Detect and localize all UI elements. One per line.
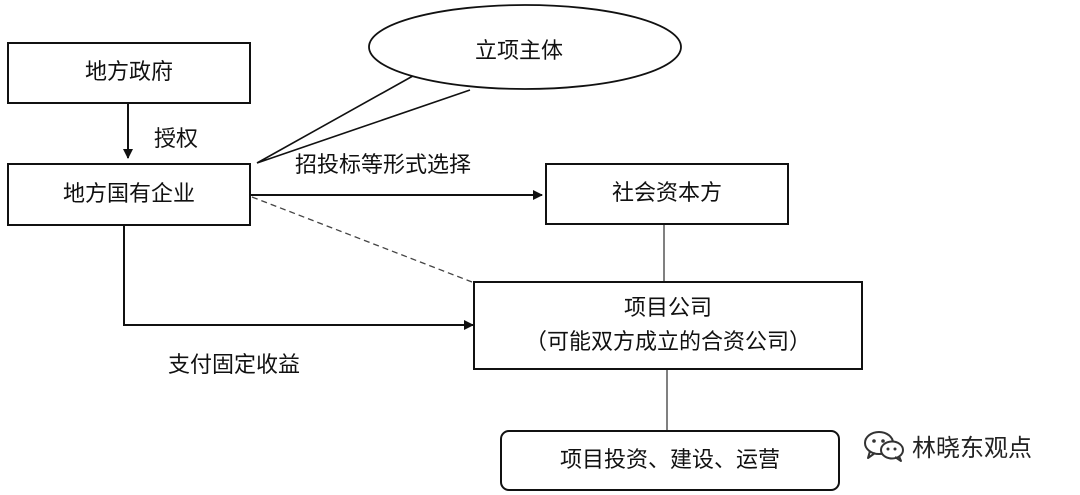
edge-label-authorize: 授权 xyxy=(154,127,199,152)
callout-text: 立项主体 xyxy=(475,39,564,64)
node-project-operations: 项目投资、建设、运营 xyxy=(500,430,840,491)
callout-bubble xyxy=(368,4,682,90)
node-local-government-label: 地方政府 xyxy=(84,60,173,85)
arrow-fixed-return xyxy=(123,226,474,330)
node-project-company: 项目公司 （可能双方成立的合资公司） xyxy=(473,281,863,370)
dashed-link-soe-project xyxy=(251,196,473,283)
watermark: 林晓东观点 xyxy=(862,428,1032,463)
node-project-company-line1: 项目公司 xyxy=(623,295,712,321)
wechat-icon xyxy=(864,430,904,462)
node-project-company-line2: （可能双方成立的合资公司） xyxy=(524,329,811,355)
edge-label-fixed-return: 支付固定收益 xyxy=(168,353,301,378)
node-local-soe: 地方国有企业 xyxy=(7,163,251,226)
watermark-text: 林晓东观点 xyxy=(912,434,1032,462)
node-social-capital: 社会资本方 xyxy=(545,163,789,225)
node-local-soe-label: 地方国有企业 xyxy=(62,181,195,207)
edge-label-tender-selection: 招投标等形式选择 xyxy=(295,153,472,178)
callout-tail xyxy=(256,71,471,164)
node-local-government: 地方政府 xyxy=(7,42,251,104)
node-social-capital-label: 社会资本方 xyxy=(611,181,722,206)
node-project-operations-label: 项目投资、建设、运营 xyxy=(559,447,780,473)
